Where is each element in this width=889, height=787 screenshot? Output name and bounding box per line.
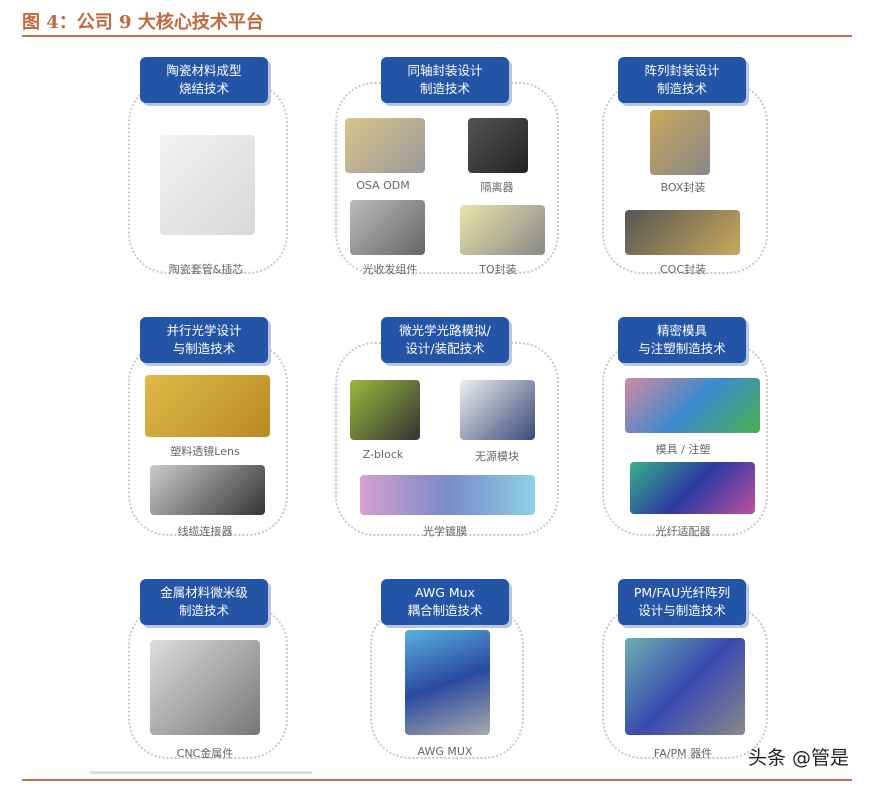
panel-title: 金属材料微米级 制造技术 xyxy=(140,579,268,625)
panel-title: 精密模具 与注塑制造技术 xyxy=(618,317,746,363)
caption: Z-block xyxy=(362,448,404,461)
transceiver-image xyxy=(350,200,425,255)
caption: 光学镀膜 xyxy=(423,525,467,538)
bottom-rule xyxy=(22,779,852,781)
caption: 陶瓷套管&插芯 xyxy=(168,263,244,276)
z-block-image xyxy=(350,380,420,440)
optical-coating-image xyxy=(360,475,535,515)
osa-image xyxy=(345,118,425,173)
caption: COC封装 xyxy=(659,263,707,276)
isolator-image xyxy=(468,118,528,173)
caption: CNC金属件 xyxy=(176,747,234,760)
caption: 线缆连接器 xyxy=(177,525,233,538)
figure-title: 图 4：公司 9 大核心技术平台 xyxy=(22,12,264,33)
panel-title: AWG Mux 耦合制造技术 xyxy=(381,579,509,625)
caption: 模具 / 注塑 xyxy=(655,443,711,456)
caption: TO封装 xyxy=(479,263,517,276)
caption: BOX封装 xyxy=(660,181,706,194)
cnc-metal-image xyxy=(150,640,260,735)
caption: OSA ODM xyxy=(356,179,410,192)
to-package-image xyxy=(460,205,545,255)
watermark: 头条 @管是 xyxy=(748,747,850,769)
passive-module-image xyxy=(460,380,535,440)
panel-title: 阵列封装设计 制造技术 xyxy=(618,57,746,103)
coc-package-image xyxy=(625,210,740,255)
cable-connector-image xyxy=(150,465,265,515)
caption: FA/PM 器件 xyxy=(653,747,713,760)
panel-title: 并行光学设计 与制造技术 xyxy=(140,317,268,363)
panel-title: 微光学光路模拟/ 设计/装配技术 xyxy=(381,317,509,363)
ceramic-ferrule-image xyxy=(160,135,255,235)
caption: 塑料透镜Lens xyxy=(170,445,240,458)
fiber-adapter-image xyxy=(630,462,755,514)
caption: 光收发组件 xyxy=(362,263,418,276)
panel-title: 陶瓷材料成型 烧结技术 xyxy=(140,57,268,103)
caption: 隔离器 xyxy=(480,181,514,194)
caption: 光纤适配器 xyxy=(655,525,711,538)
panel-title: 同轴封装设计 制造技术 xyxy=(381,57,509,103)
panel-title: PM/FAU光纤阵列 设计与制造技术 xyxy=(618,579,746,625)
awg-mux-image xyxy=(405,630,490,735)
title-rule xyxy=(22,35,852,37)
fa-pm-image xyxy=(625,638,745,735)
lens-image xyxy=(145,375,270,437)
scroll-indicator xyxy=(90,771,312,774)
mold-image xyxy=(625,378,760,433)
caption: AWG MUX xyxy=(417,745,473,758)
caption: 无源模块 xyxy=(475,450,519,463)
box-package-image xyxy=(650,110,710,175)
